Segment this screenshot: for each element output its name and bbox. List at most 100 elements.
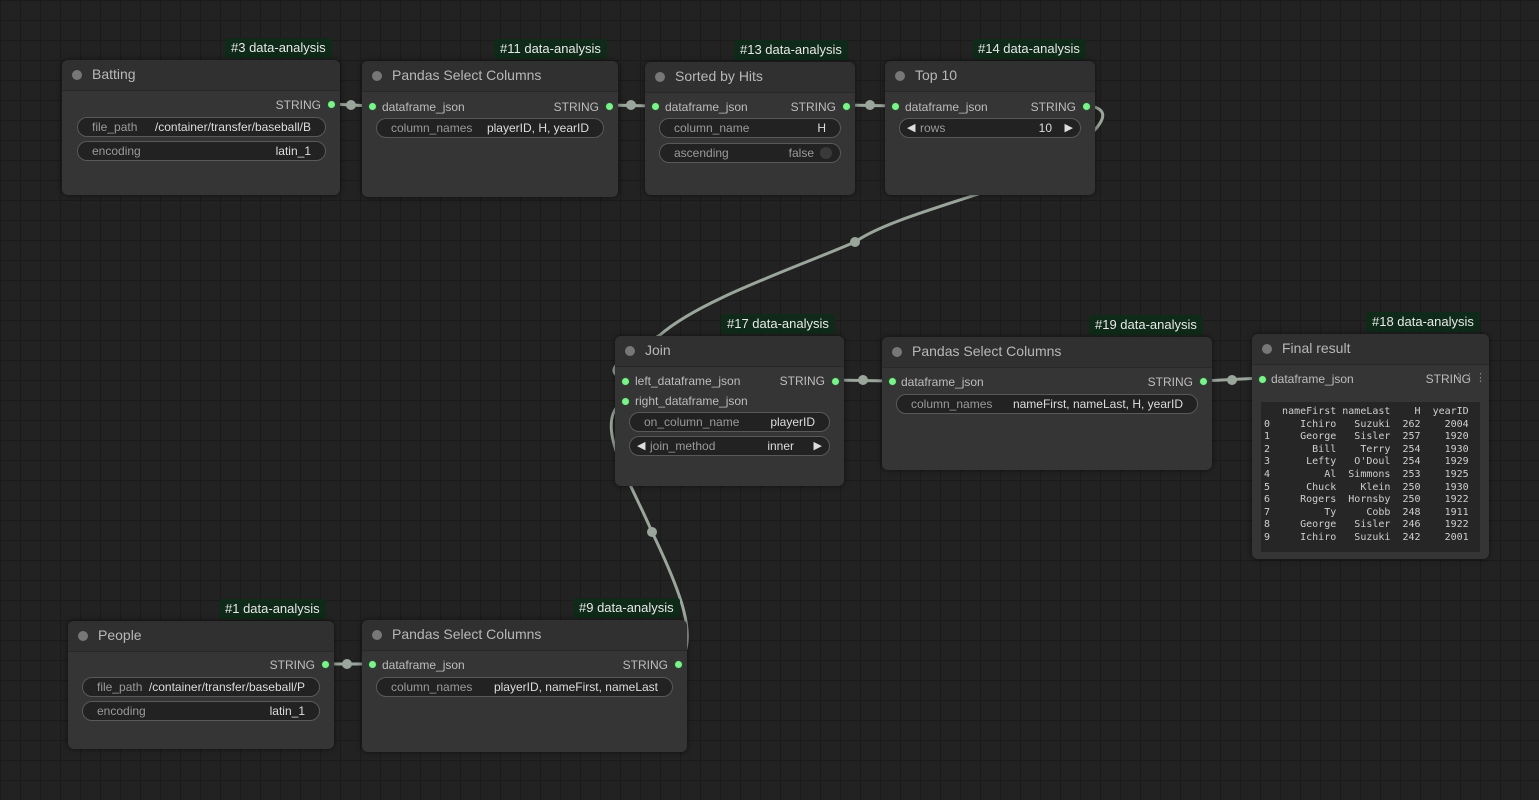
output-port[interactable] [831,377,840,386]
input-port[interactable] [891,102,900,111]
node-title-bar[interactable]: Batting [62,60,340,91]
node-title-bar[interactable]: Pandas Select Columns [362,61,618,92]
output-port[interactable] [1199,377,1208,386]
widget-label: column_names [391,680,473,694]
output-port[interactable] [674,660,683,669]
widget-value: playerID, nameFirst, nameLast [493,680,658,694]
node-title-bar[interactable]: Final result [1252,334,1489,365]
widget-label: encoding [92,144,141,158]
node-badge: #17 data-analysis [721,314,835,334]
widget-label: column_names [911,397,993,411]
wire-midpoint [346,100,356,110]
node-title: Pandas Select Columns [392,626,542,642]
collapse-dot-icon[interactable] [655,72,665,82]
widget-value: playerID [770,415,815,429]
encoding-field[interactable]: encoding latin_1 [82,701,320,721]
node-sorted-by-hits[interactable]: Sorted by Hits dataframe_json STRING col… [645,62,855,195]
input-port[interactable] [368,660,377,669]
column-names-field[interactable]: column_names nameFirst, nameLast, H, yea… [896,394,1198,414]
node-final-result[interactable]: Final result dataframe_json STRING ⋮⋮⋮ n… [1252,334,1489,559]
grip-icon[interactable]: ⋮⋮⋮ [1453,372,1486,384]
node-title-bar[interactable]: Pandas Select Columns [362,620,687,651]
input-label: dataframe_json [382,658,465,672]
input-label: right_dataframe_json [635,394,748,408]
node-select-columns-9[interactable]: Pandas Select Columns dataframe_json STR… [362,620,687,752]
encoding-field[interactable]: encoding latin_1 [77,141,326,161]
node-title: Top 10 [915,67,958,83]
input-label: dataframe_json [1271,372,1354,386]
output-port[interactable] [842,102,851,111]
input-label: dataframe_json [382,100,465,114]
widget-value: /container/transfer/baseball/B [154,120,311,134]
node-title-bar[interactable]: Sorted by Hits [645,62,855,93]
node-title-bar[interactable]: Join [615,336,844,367]
wire-midpoint [865,100,875,110]
input-port[interactable] [888,377,897,386]
collapse-dot-icon[interactable] [78,631,88,641]
join-method-combo[interactable]: ◀ join_method inner ▶ [629,436,830,456]
input-port-left[interactable] [621,377,630,386]
widget-value: nameFirst, nameLast, H, yearID [1012,397,1183,411]
widget-label: file_path [97,680,143,694]
file-path-field[interactable]: file_path /container/transfer/baseball/P [82,677,320,697]
rows-number-widget[interactable]: ◀ rows 10 ▶ [899,118,1081,138]
node-batting[interactable]: Batting STRING file_path /container/tran… [62,60,340,195]
column-names-field[interactable]: column_names playerID, nameFirst, nameLa… [376,677,673,697]
output-port[interactable] [1082,102,1091,111]
widget-label: rows [920,121,946,135]
collapse-dot-icon[interactable] [892,347,902,357]
collapse-dot-icon[interactable] [895,71,905,81]
node-title-bar[interactable]: Top 10 [885,61,1095,92]
ascending-toggle[interactable]: ascending false [659,143,841,163]
arrow-right-icon[interactable]: ▶ [813,440,822,452]
toggle-knob-icon [820,147,832,159]
on-column-name-field[interactable]: on_column_name playerID [629,412,830,432]
widget-value: H [817,121,826,135]
node-badge: #9 data-analysis [573,598,680,618]
arrow-left-icon[interactable]: ◀ [907,122,916,134]
wire-midpoint [342,659,352,669]
input-label: dataframe_json [665,100,748,114]
file-path-field[interactable]: file_path /container/transfer/baseball/B [77,117,326,137]
node-people[interactable]: People STRING file_path /container/trans… [68,621,334,749]
input-port[interactable] [368,102,377,111]
node-title: Pandas Select Columns [912,343,1062,359]
node-title-bar[interactable]: People [68,621,334,652]
node-badge: #19 data-analysis [1089,315,1203,335]
input-port[interactable] [651,102,660,111]
node-top-10[interactable]: Top 10 dataframe_json STRING ◀ rows 10 ▶ [885,61,1095,195]
widget-label: ascending [674,146,729,160]
column-name-field[interactable]: column_name H [659,118,841,138]
column-names-field[interactable]: column_names playerID, H, yearID [376,118,604,138]
node-select-columns-11[interactable]: Pandas Select Columns dataframe_json STR… [362,61,618,197]
wire-midpoint [850,237,860,247]
output-port[interactable] [327,100,336,109]
node-title-bar[interactable]: Pandas Select Columns [882,337,1212,368]
collapse-dot-icon[interactable] [72,70,82,80]
output-port[interactable] [605,102,614,111]
collapse-dot-icon[interactable] [372,71,382,81]
node-badge: #3 data-analysis [225,38,332,58]
widget-label: column_names [391,121,473,135]
arrow-right-icon[interactable]: ▶ [1064,122,1073,134]
widget-label: file_path [92,120,138,134]
input-port[interactable] [1258,375,1267,384]
output-label: STRING [269,658,315,672]
node-badge: #18 data-analysis [1366,312,1480,332]
input-port-right[interactable] [621,397,630,406]
input-label: dataframe_json [901,375,984,389]
widget-value: 10 [1038,121,1052,135]
node-join[interactable]: Join left_dataframe_json STRING right_da… [615,336,844,486]
arrow-left-icon[interactable]: ◀ [637,440,646,452]
collapse-dot-icon[interactable] [1262,344,1272,354]
output-label: STRING [1030,100,1076,114]
collapse-dot-icon[interactable] [625,346,635,356]
node-select-columns-19[interactable]: Pandas Select Columns dataframe_json STR… [882,337,1212,470]
widget-value: latin_1 [275,144,311,158]
collapse-dot-icon[interactable] [372,630,382,640]
output-port[interactable] [321,660,330,669]
widget-value: false [788,146,814,160]
output-label: STRING [790,100,836,114]
widget-value: latin_1 [269,704,305,718]
input-label: dataframe_json [905,100,988,114]
